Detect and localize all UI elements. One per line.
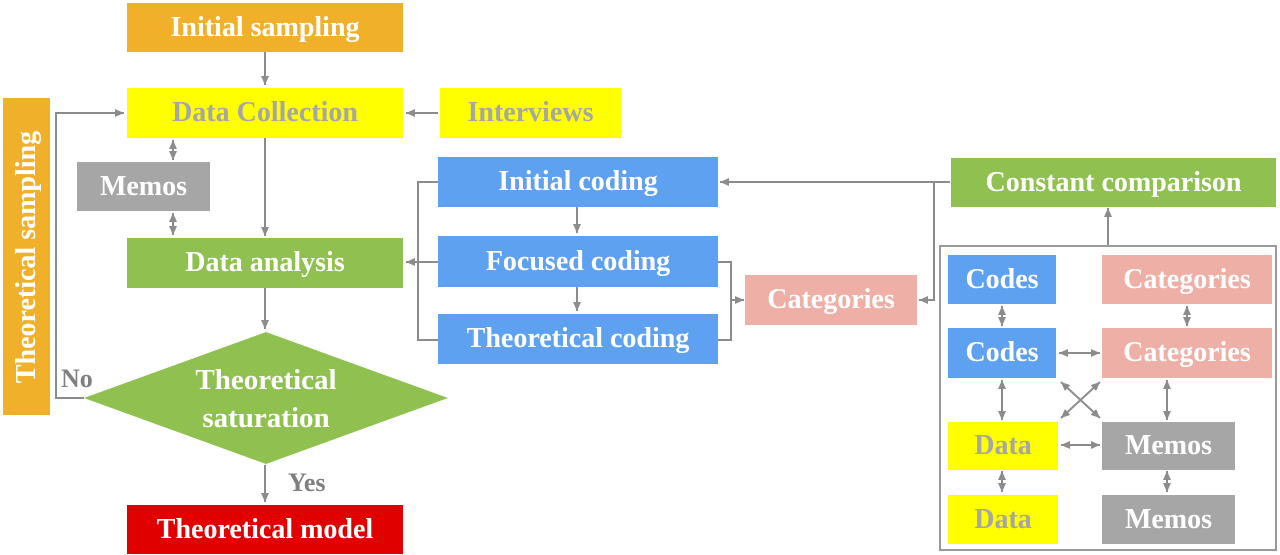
focused-coding-label: Focused coding [485, 245, 671, 277]
interviews-label: Interviews [467, 97, 594, 128]
arrow-cross-2 [1060, 381, 1101, 419]
initial-coding-box: Initial coding [438, 157, 718, 207]
categories-box-grid-middle: Categories [1102, 328, 1272, 378]
theoretical-sampling-label: Theoretical sampling [10, 130, 42, 383]
initial-sampling-box: Initial sampling [127, 3, 403, 52]
data-label-middle: Data [974, 430, 1032, 461]
memos-label-bottom: Memos [1124, 503, 1213, 535]
saturation-line2: saturation [202, 402, 330, 434]
constant-comparison-box: Constant comparison [951, 158, 1276, 207]
constant-comparison-label: Constant comparison [985, 166, 1242, 198]
categories-label-top: Categories [1123, 263, 1251, 295]
codes-label-middle: Codes [965, 337, 1039, 368]
focused-coding-box: Focused coding [438, 236, 718, 287]
data-box-middle: Data [948, 422, 1058, 470]
yes-label: Yes [288, 468, 326, 497]
no-label: No [61, 364, 93, 393]
codes-label-top: Codes [965, 263, 1039, 295]
categories-label-grid-middle: Categories [1123, 337, 1251, 368]
theoretical-coding-label: Theoretical coding [466, 323, 690, 354]
codes-box-middle: Codes [948, 328, 1056, 378]
arrow-comparison-to-categories [919, 182, 935, 304]
initial-coding-label: Initial coding [498, 166, 658, 197]
memos-label-middle: Memos [1124, 430, 1213, 461]
categories-label-middle: Categories [767, 284, 895, 315]
interviews-box: Interviews [440, 88, 621, 138]
memos-label-left: Memos [99, 170, 188, 202]
theoretical-sampling-box: Theoretical sampling [3, 98, 50, 415]
initial-sampling-label: Initial sampling [170, 11, 360, 43]
data-box-bottom: Data [948, 495, 1058, 544]
categories-box-top: Categories [1102, 255, 1272, 304]
saturation-line1: Theoretical [195, 364, 337, 397]
saturation-text: Theoretical saturation [85, 335, 447, 465]
categories-box-middle: Categories [745, 275, 917, 325]
theoretical-coding-box: Theoretical coding [438, 314, 718, 364]
theoretical-model-label: Theoretical model [156, 513, 374, 545]
data-label-bottom: Data [974, 503, 1032, 535]
memos-box-left: Memos [77, 162, 210, 211]
theoretical-model-box: Theoretical model [127, 505, 403, 554]
saturation-diamond [84, 332, 448, 464]
comparison-frame [939, 245, 1277, 551]
data-collection-label: Data Collection [172, 97, 358, 128]
arrow-no-loop [55, 109, 124, 399]
data-analysis-box: Data analysis [127, 238, 403, 288]
data-analysis-label: Data analysis [185, 247, 345, 278]
memos-box-bottom: Memos [1102, 495, 1235, 544]
codes-box-top: Codes [948, 255, 1056, 304]
memos-box-middle: Memos [1102, 422, 1235, 470]
data-collection-box: Data Collection [127, 88, 403, 138]
bracket-coding-right [718, 261, 732, 341]
